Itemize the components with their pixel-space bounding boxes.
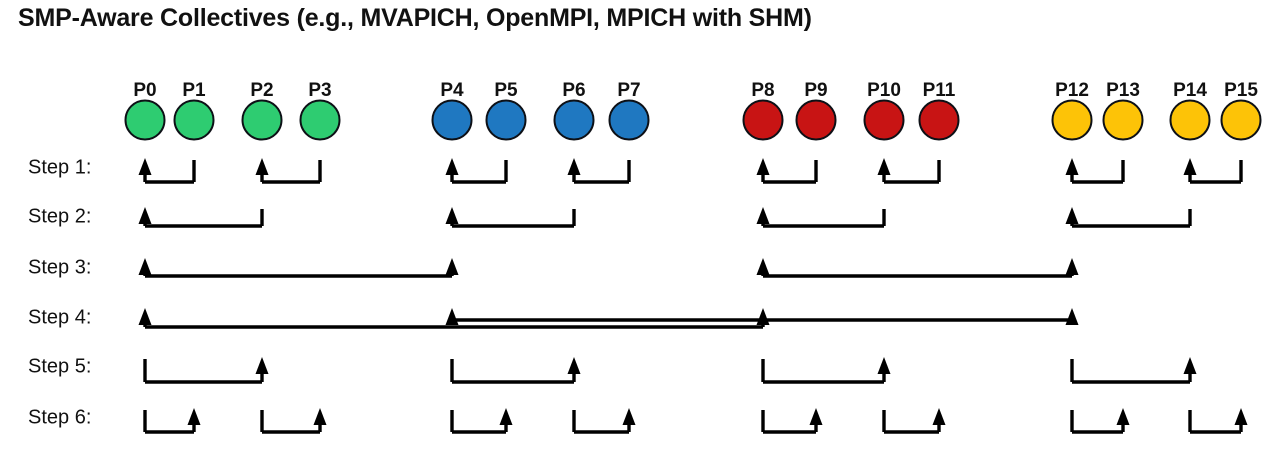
- arrow-head: [1065, 158, 1079, 175]
- arrow-step6-edge6: [882, 408, 946, 434]
- arrow-head: [567, 158, 581, 175]
- arrow-head: [622, 408, 636, 425]
- arrow-head: [1065, 308, 1079, 325]
- process-label-p1: P1: [182, 80, 206, 101]
- process-label-p9: P9: [804, 80, 828, 101]
- arrow-head: [1234, 408, 1248, 425]
- arrow-head: [255, 357, 269, 374]
- arrow-step6-edge7: [1070, 408, 1130, 434]
- arrow-head: [445, 158, 459, 175]
- arrow-head: [138, 207, 152, 224]
- arrow-head: [138, 158, 152, 175]
- arrow-head: [756, 207, 770, 224]
- step-label-4: Step 4:: [28, 306, 92, 329]
- process-label-p5: P5: [494, 80, 518, 101]
- arrow-head: [445, 258, 459, 275]
- arrow-head: [1183, 357, 1197, 374]
- arrow-step2-edge3: [756, 207, 886, 228]
- arrow-step5-edge4: [1070, 357, 1197, 384]
- process-node-p0[interactable]: [124, 99, 166, 141]
- process-label-p12: P12: [1055, 80, 1089, 101]
- arrow-step3-edge1: [138, 258, 459, 278]
- arrow-step6-edge8: [1188, 408, 1248, 434]
- arrow-head: [445, 207, 459, 224]
- arrow-step6-edge2: [260, 408, 327, 434]
- arrow-head: [445, 308, 459, 325]
- arrow-head: [255, 158, 269, 175]
- process-label-p3: P3: [308, 80, 332, 101]
- process-label-p10: P10: [867, 80, 901, 101]
- process-node-p2[interactable]: [241, 99, 283, 141]
- arrow-head: [756, 158, 770, 175]
- arrow-step4-edge2: [445, 308, 1079, 325]
- process-label-p13: P13: [1106, 80, 1140, 101]
- arrow-head: [877, 158, 891, 175]
- process-node-p11[interactable]: [918, 99, 960, 141]
- arrow-step1-edge5: [756, 158, 818, 184]
- arrow-head: [313, 408, 327, 425]
- process-node-p5[interactable]: [485, 99, 527, 141]
- step-label-6: Step 6:: [28, 406, 92, 429]
- process-node-p14[interactable]: [1169, 99, 1211, 141]
- arrow-head: [1065, 207, 1079, 224]
- process-label-p14: P14: [1173, 80, 1207, 101]
- step-label-1: Step 1:: [28, 156, 92, 179]
- arrow-step1-edge4: [567, 158, 631, 184]
- process-node-p7[interactable]: [608, 99, 650, 141]
- arrow-head: [932, 408, 946, 425]
- process-label-p7: P7: [617, 80, 641, 101]
- process-label-p8: P8: [751, 80, 775, 101]
- arrow-step1-edge2: [255, 158, 322, 184]
- arrow-head: [187, 408, 201, 425]
- process-label-p4: P4: [440, 80, 464, 101]
- process-label-p15: P15: [1224, 80, 1258, 101]
- arrow-head: [1065, 258, 1079, 275]
- arrow-head: [138, 308, 152, 325]
- process-node-p13[interactable]: [1102, 99, 1144, 141]
- process-node-p12[interactable]: [1051, 99, 1093, 141]
- arrow-head: [756, 258, 770, 275]
- arrow-step2-edge1: [138, 207, 264, 228]
- process-node-p10[interactable]: [863, 99, 905, 141]
- arrow-step1-edge7: [1065, 158, 1125, 184]
- arrow-head: [1116, 408, 1130, 425]
- arrow-step2-edge2: [445, 207, 576, 228]
- arrow-step5-edge1: [143, 357, 269, 384]
- process-label-p2: P2: [250, 80, 274, 101]
- process-label-p0: P0: [133, 80, 157, 101]
- arrow-head: [1183, 158, 1197, 175]
- arrow-step6-edge4: [572, 408, 636, 434]
- arrow-step6-edge3: [450, 408, 513, 434]
- arrow-step1-edge3: [445, 158, 508, 184]
- arrow-head: [877, 357, 891, 374]
- arrow-step5-edge3: [761, 357, 891, 384]
- process-node-p9[interactable]: [795, 99, 837, 141]
- process-node-p8[interactable]: [742, 99, 784, 141]
- arrow-head: [138, 258, 152, 275]
- process-label-p11: P11: [922, 80, 956, 101]
- process-node-p3[interactable]: [299, 99, 341, 141]
- arrow-head: [567, 357, 581, 374]
- arrow-step1-edge8: [1183, 158, 1243, 184]
- page-title: SMP-Aware Collectives (e.g., MVAPICH, Op…: [18, 4, 812, 32]
- process-node-p4[interactable]: [431, 99, 473, 141]
- arrow-head: [809, 408, 823, 425]
- step-label-2: Step 2:: [28, 205, 92, 228]
- process-node-p6[interactable]: [553, 99, 595, 141]
- arrow-step1-edge1: [138, 158, 196, 184]
- process-node-p15[interactable]: [1220, 99, 1262, 141]
- arrow-step1-edge6: [877, 158, 941, 184]
- arrow-step6-edge1: [143, 408, 201, 434]
- process-label-p6: P6: [562, 80, 586, 101]
- arrow-step2-edge4: [1065, 207, 1192, 228]
- arrow-step5-edge2: [450, 357, 581, 384]
- step-label-5: Step 5:: [28, 355, 92, 378]
- arrow-step3-edge2: [756, 258, 1079, 278]
- arrow-head: [756, 308, 770, 325]
- process-node-p1[interactable]: [173, 99, 215, 141]
- step-label-3: Step 3:: [28, 256, 92, 279]
- arrow-step6-edge5: [761, 408, 823, 434]
- arrow-head: [499, 408, 513, 425]
